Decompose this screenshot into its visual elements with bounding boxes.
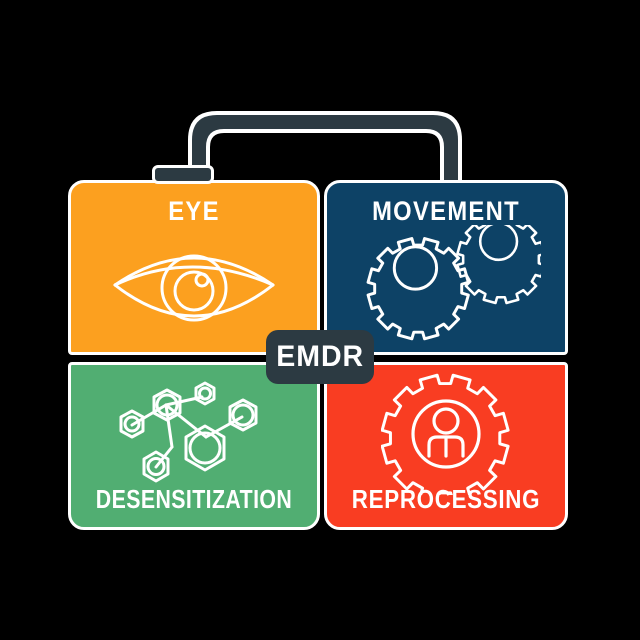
panel-desensitization[interactable]: DESENSITIZATION	[68, 362, 320, 530]
person-in-gear-icon	[380, 373, 511, 503]
panel-reprocessing-label: REPROCESSING	[351, 484, 541, 514]
eye-icon	[109, 235, 279, 345]
panel-eye[interactable]: EYE	[68, 180, 320, 355]
panel-reprocessing[interactable]: REPROCESSING	[324, 362, 568, 530]
person-in-gear-icon-shape	[380, 373, 510, 503]
panel-movement[interactable]: MOVEMENT	[324, 180, 568, 355]
panel-eye-label: EYE	[168, 196, 220, 226]
gears-icon-shape	[366, 214, 546, 341]
panel-movement-label: MOVEMENT	[372, 196, 520, 226]
emdr-badge-label: EMDR	[276, 340, 364, 373]
briefcase-clasp	[152, 165, 214, 184]
molecule-icon	[94, 375, 294, 495]
eye-icon-shape	[113, 254, 275, 322]
emdr-center-badge[interactable]: EMDR	[266, 330, 374, 384]
molecule-icon-shape	[119, 381, 258, 483]
panel-desensitization-label: DESENSITIZATION	[95, 484, 293, 514]
gears-icon	[361, 214, 546, 352]
